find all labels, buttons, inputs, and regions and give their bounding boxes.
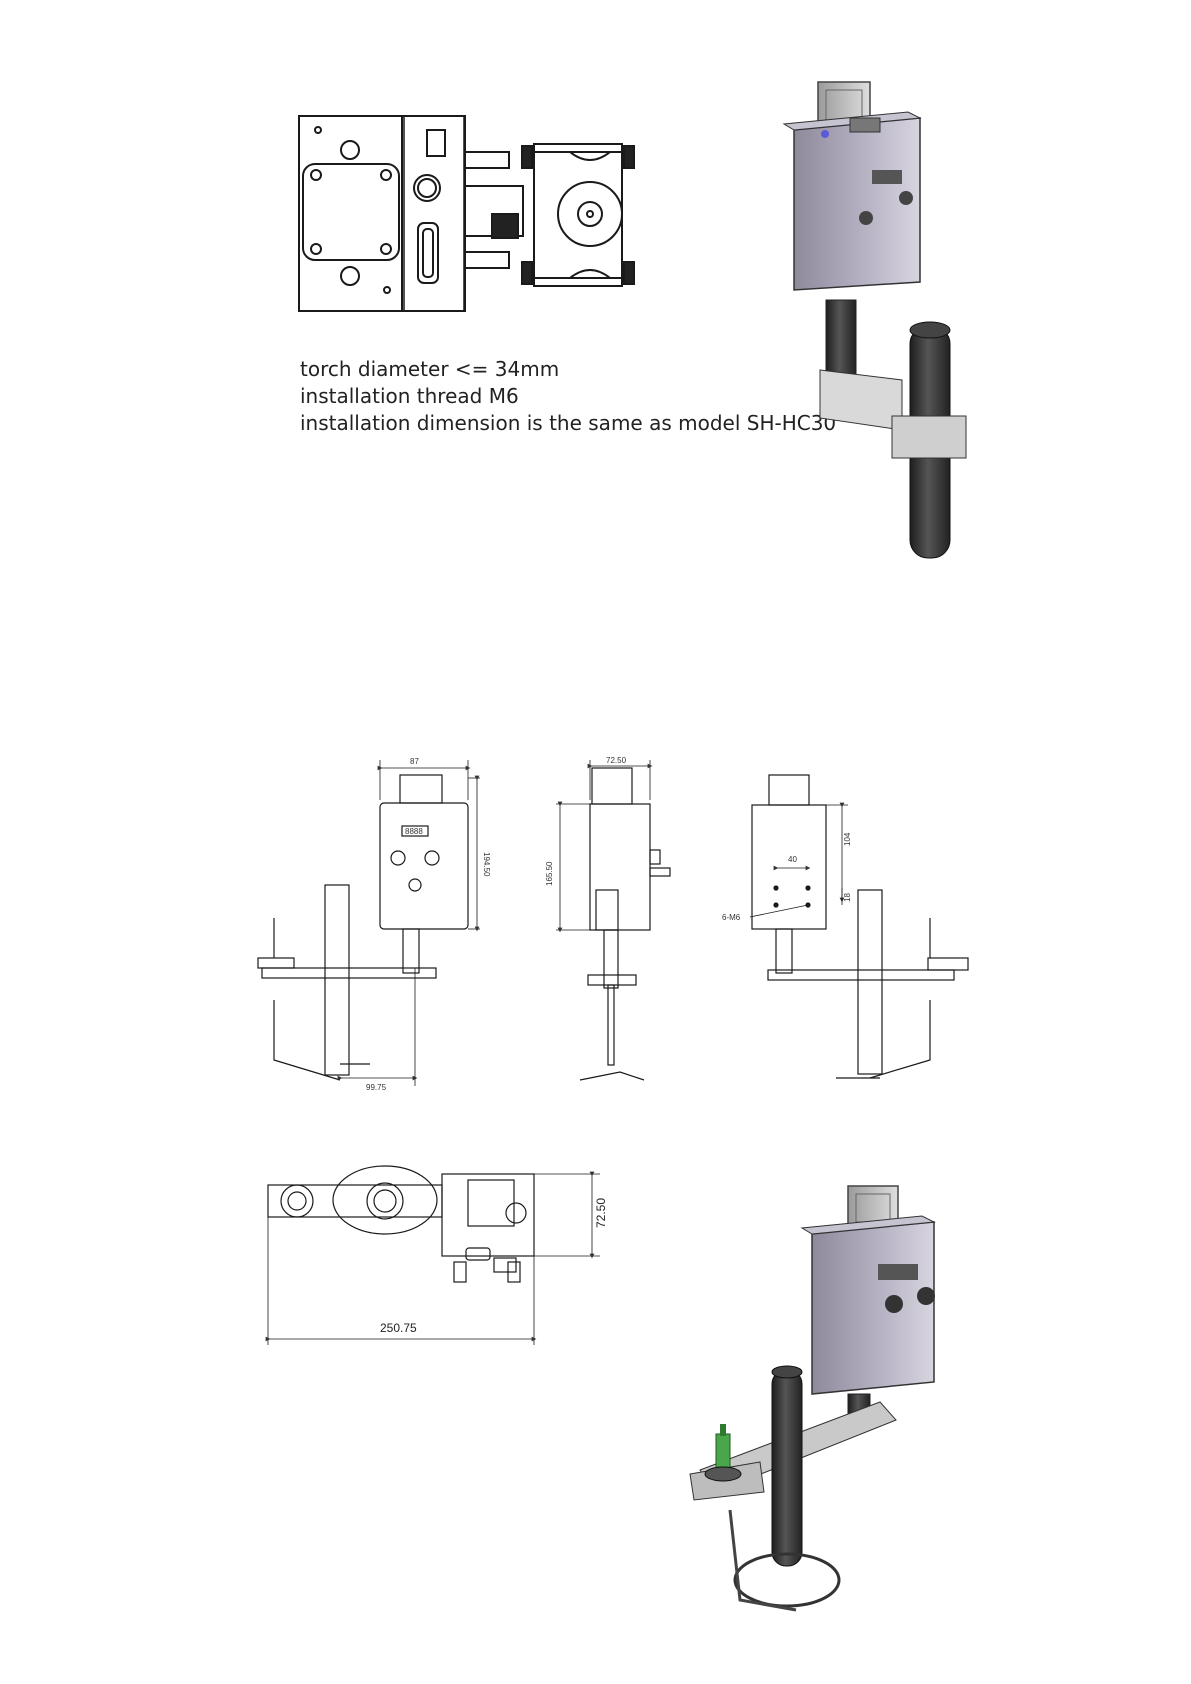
front-panel-display: 8888 xyxy=(405,827,423,836)
dim-rear-hole-spacing: 40 xyxy=(788,855,797,864)
dim-front-width: 87 xyxy=(410,757,419,766)
dim-front-height: 194.50 xyxy=(482,852,491,877)
bottom-top-view-drawing xyxy=(268,1166,600,1345)
front-view-drawing xyxy=(258,760,480,1086)
dim-top-depth: 72.50 xyxy=(594,1198,608,1228)
side-view-drawing xyxy=(556,760,670,1080)
dim-rear-height: 104 xyxy=(843,832,852,846)
dim-top-length: 250.75 xyxy=(380,1321,417,1335)
dim-front-offset: 99.75 xyxy=(366,1083,387,1092)
rear-view-drawing xyxy=(750,775,968,1078)
dim-side-width: 72.50 xyxy=(606,756,627,765)
3d-render-bottom xyxy=(690,1186,935,1610)
dim-side-height: 165.50 xyxy=(545,861,554,886)
dim-rear-thread: 6-M6 xyxy=(722,913,741,922)
top-view-drawing xyxy=(299,116,634,311)
3d-render-top xyxy=(784,82,966,558)
dim-rear-hole-offset: 18 xyxy=(843,893,852,902)
